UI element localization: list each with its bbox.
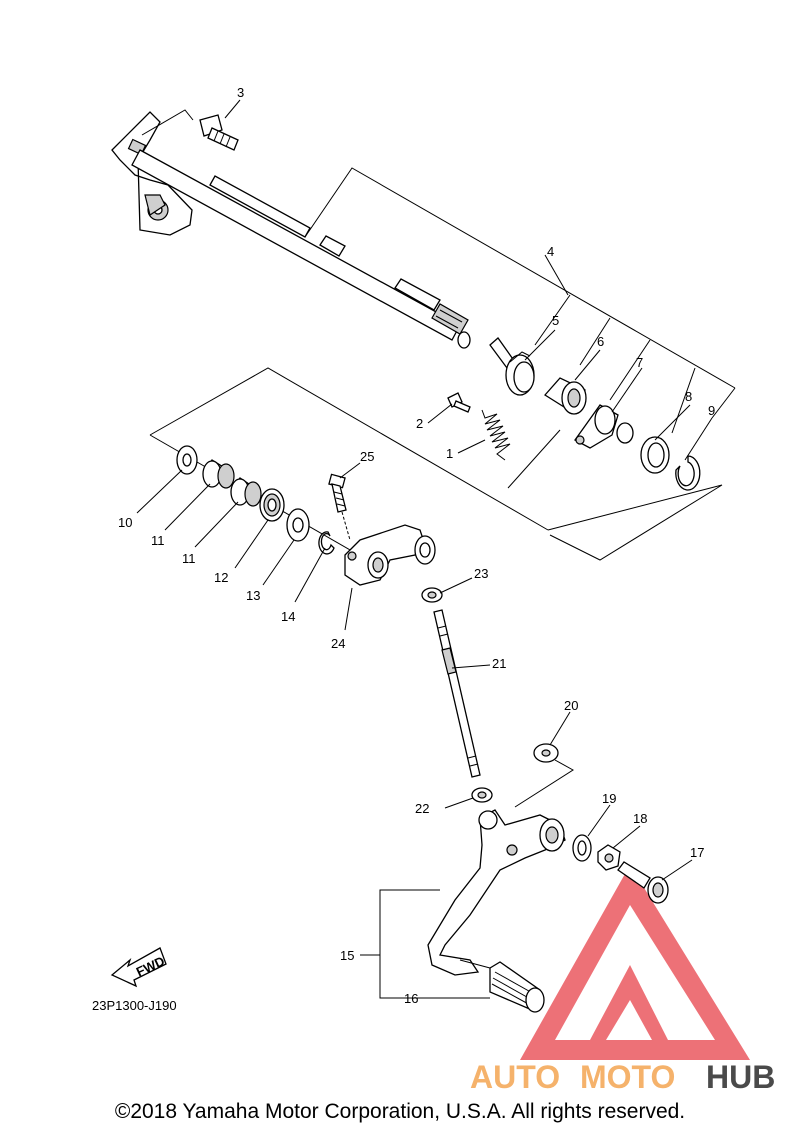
part-label-4: 4	[547, 244, 554, 259]
part-label-17: 17	[690, 845, 704, 860]
part-label-11a: 11	[151, 533, 165, 548]
part-label-24: 24	[331, 636, 345, 651]
part-24-lever	[344, 524, 436, 586]
part-label-22: 22	[415, 801, 429, 816]
part-11-bearing-b	[230, 477, 262, 507]
part-label-5: 5	[552, 313, 559, 328]
part-1-spring	[481, 409, 511, 461]
part-17-bolt	[617, 861, 669, 904]
part-23-nut	[421, 587, 443, 603]
part-label-13: 13	[246, 588, 260, 603]
part-18-nut	[597, 844, 621, 871]
shift-shaft	[111, 111, 471, 349]
part-label-3: 3	[237, 85, 244, 100]
leader-lines	[136, 99, 713, 999]
part-3-bolt	[199, 114, 239, 151]
part-label-1: 1	[446, 446, 453, 461]
part-label-18: 18	[633, 811, 647, 826]
part-label-10: 10	[118, 515, 132, 530]
fwd-arrow-icon: FWD	[110, 947, 167, 988]
part-label-14: 14	[281, 609, 295, 624]
part-label-19: 19	[602, 791, 616, 806]
part-label-15: 15	[340, 948, 354, 963]
diagram-code: 23P1300-J190	[92, 998, 177, 1013]
part-label-2: 2	[416, 416, 423, 431]
part-label-16: 16	[404, 991, 418, 1006]
watermark-moto: MOTO	[580, 1059, 675, 1095]
part-9-circlip	[675, 455, 701, 491]
part-label-7: 7	[636, 355, 643, 370]
part-6-collar	[544, 377, 587, 415]
watermark-auto: AUTO	[470, 1059, 560, 1095]
part-7-lever	[574, 404, 634, 449]
part-labels: 3 4 5 6 7 8 9 2 1 10 11 11 12 13 14 24 2…	[92, 85, 715, 1013]
part-16-pedal-rubber	[489, 961, 545, 1013]
part-label-12: 12	[214, 570, 228, 585]
part-label-11b: 11	[182, 551, 196, 566]
part-label-21: 21	[492, 656, 506, 671]
watermark-text: AUTO MOTO HUB	[470, 1059, 775, 1095]
part-15-shift-pedal	[427, 809, 566, 976]
part-label-6: 6	[597, 334, 604, 349]
part-14-circlip	[318, 531, 335, 555]
part-5-spring	[489, 337, 535, 396]
part-label-9: 9	[708, 403, 715, 418]
part-12-seal	[259, 488, 285, 522]
part-11-bearing-a	[202, 459, 235, 489]
copyright-footer: ©2018 Yamaha Motor Corporation, U.S.A. A…	[114, 1100, 686, 1123]
part-label-25: 25	[360, 449, 374, 464]
part-21-rod	[433, 609, 481, 778]
fwd-label: FWD	[134, 953, 167, 979]
part-label-20: 20	[564, 698, 578, 713]
part-label-23: 23	[474, 566, 488, 581]
part-25-bolt	[328, 473, 347, 513]
watermark-logo	[520, 865, 750, 1060]
part-2-screw	[447, 392, 471, 413]
watermark-hub: HUB	[706, 1059, 775, 1095]
part-label-8: 8	[685, 389, 692, 404]
